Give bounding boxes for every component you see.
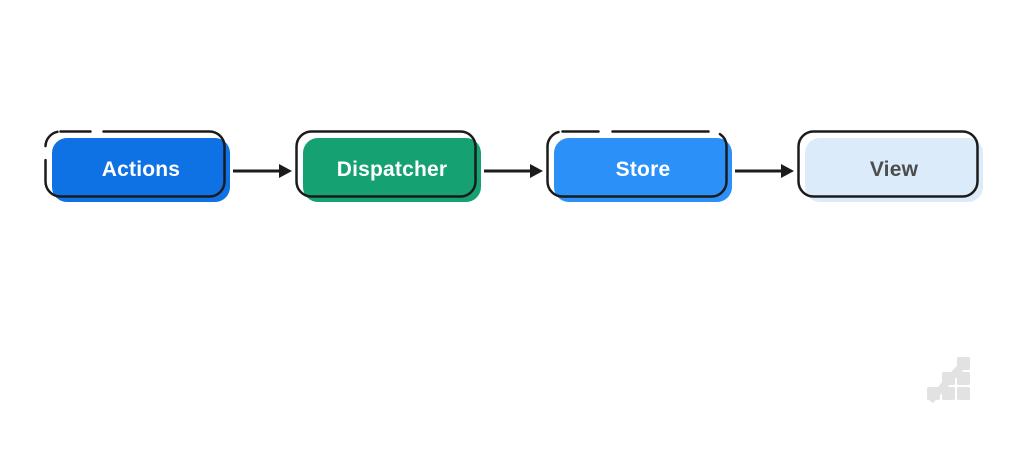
arrow-right-icon [484,164,543,178]
stairs-chart-icon [927,357,970,403]
flow-diagram: Actions Dispatcher Store View [44,130,983,202]
arrow-right-icon [735,164,794,178]
node-dispatcher-label: Dispatcher [336,158,448,181]
node-actions: Actions [44,130,230,202]
node-view: View [797,130,983,202]
node-store: Store [546,130,732,202]
node-view-label: View [869,158,919,181]
node-store-label: Store [615,158,671,181]
node-actions-label: Actions [101,158,181,181]
node-actions-box: Actions [52,138,230,202]
node-view-box: View [805,138,983,202]
node-store-box: Store [554,138,732,202]
arrow-right-icon [233,164,292,178]
node-dispatcher-box: Dispatcher [303,138,481,202]
node-dispatcher: Dispatcher [295,130,481,202]
